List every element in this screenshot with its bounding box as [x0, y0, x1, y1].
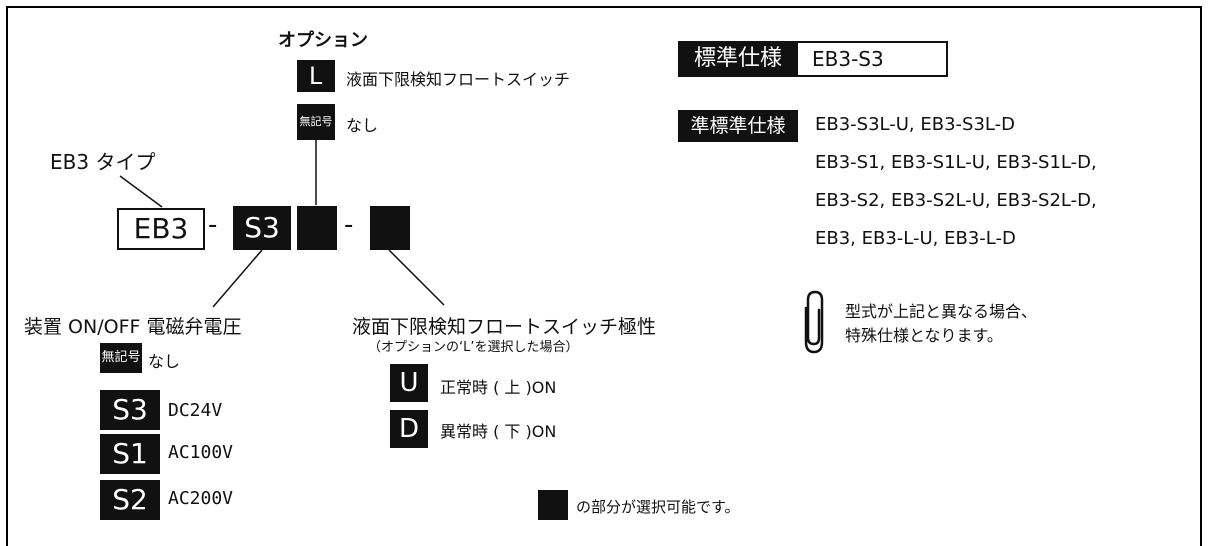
option-code-l-desc: 液面下限検知フロートスイッチ	[346, 70, 571, 89]
option-code-none: 無記号	[297, 104, 335, 140]
voltage-desc-s3: DC24V	[168, 400, 223, 421]
voltage-title: 装置 ON/OFF 電磁弁電圧	[24, 316, 242, 338]
option-code-l: L	[297, 60, 335, 92]
line-polarity	[388, 249, 445, 306]
type-title: EB3 タイプ	[50, 150, 156, 174]
semi-standard-line-2: EB3-S1, EB3-S1L-U, EB3-S1L-D,	[815, 152, 1097, 173]
voltage-code-none: 無記号	[100, 343, 142, 373]
voltage-desc-s1: AC100V	[168, 442, 234, 463]
voltage-desc-none: なし	[148, 352, 181, 371]
note-line-1: 型式が上記と異なる場合、	[845, 302, 1038, 321]
polarity-desc-d: 異常時 ( 下 )ON	[440, 422, 557, 441]
polarity-title: 液面下限検知フロートスイッチ極性	[352, 316, 657, 338]
voltage-code-s3: S3	[100, 390, 160, 430]
standard-label: 標準仕様	[678, 41, 798, 77]
model-slot-polarity	[370, 206, 410, 250]
polarity-code-u: U	[390, 364, 428, 402]
legend-text: の部分が選択可能です。	[576, 498, 740, 516]
model-dash-2: -	[344, 210, 354, 240]
standard-value: EB3-S3	[798, 41, 948, 77]
option-title: オプション	[278, 30, 368, 51]
model-part-s3: S3	[233, 206, 291, 250]
frame-border	[6, 6, 1202, 546]
polarity-subtitle: （オプションの‘L’を選択した場合）	[368, 340, 579, 355]
voltage-code-s2: S2	[100, 480, 160, 520]
line-type	[119, 175, 163, 208]
semi-standard-line-3: EB3-S2, EB3-S2L-U, EB3-S2L-D,	[815, 190, 1097, 211]
polarity-desc-u: 正常時 ( 上 )ON	[440, 378, 557, 397]
legend-swatch	[538, 490, 568, 520]
line-voltage	[212, 249, 263, 308]
paperclip-icon	[800, 288, 828, 360]
semi-standard-line-1: EB3-S3L-U, EB3-S3L-D	[815, 114, 1015, 135]
voltage-desc-s2: AC200V	[168, 488, 234, 509]
semi-standard-line-4: EB3, EB3-L-U, EB3-L-D	[815, 228, 1016, 249]
voltage-code-s1: S1	[100, 434, 160, 474]
semi-standard-label: 準標準仕様	[678, 110, 798, 142]
option-code-none-desc: なし	[346, 116, 379, 135]
model-dash-1: -	[208, 210, 218, 240]
model-part-eb3: EB3	[117, 208, 205, 250]
model-slot-option	[297, 206, 337, 250]
polarity-code-d: D	[390, 410, 428, 448]
note-line-2: 特殊仕様となります。	[845, 326, 1003, 345]
connector-lines	[119, 140, 445, 308]
